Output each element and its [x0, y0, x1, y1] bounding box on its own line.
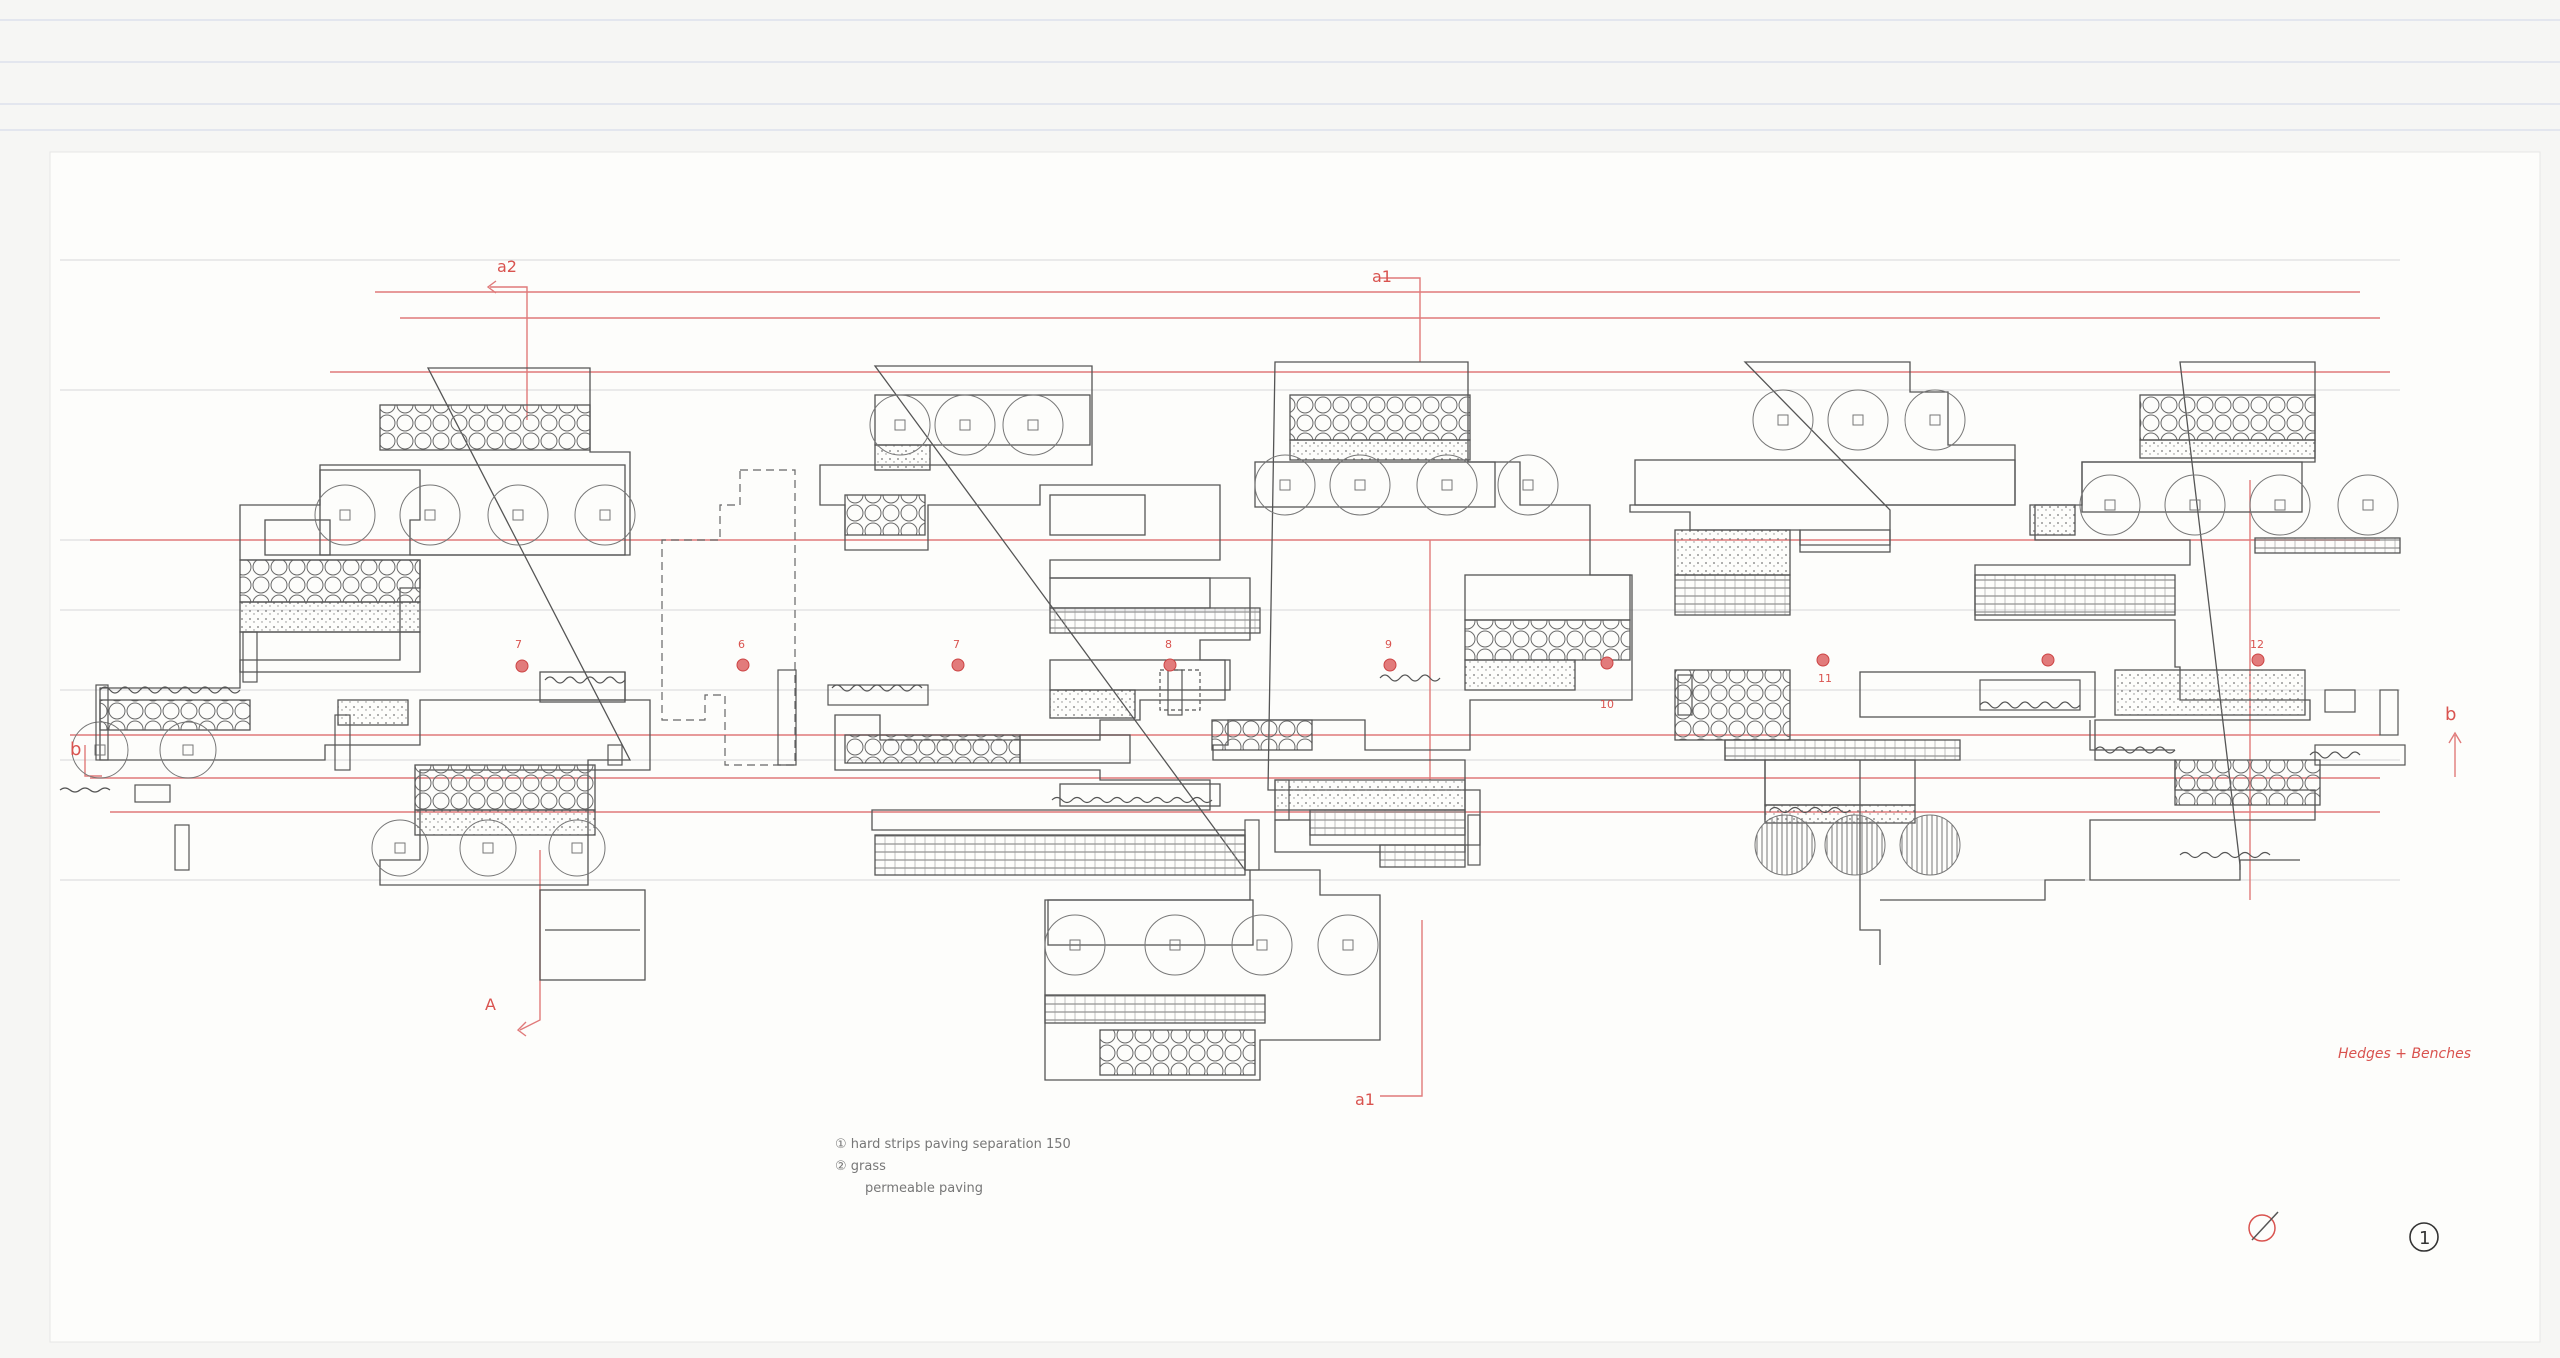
section-label-a: A: [485, 995, 496, 1014]
cluster-5: [1974, 361, 2401, 881]
red-markers: [515, 653, 2265, 673]
cluster-3-trees: [1254, 454, 1559, 516]
notes-block: ① hard strips paving separation 150 ② gr…: [835, 1137, 1071, 1196]
cluster-1: [99, 367, 651, 981]
cluster-4-trees: [1752, 389, 1966, 876]
cluster-2-hedges: [827, 669, 1260, 871]
section-label-b-right: b: [2445, 704, 2456, 725]
note-line-1: ① hard strips paving separation 150: [835, 1137, 1071, 1152]
sheet-number: 1: [2409, 1222, 2439, 1252]
cluster-3: [1211, 361, 1633, 868]
cluster-1-trees: [71, 484, 636, 877]
sheet-number-text: 1: [2419, 1228, 2430, 1249]
cluster-2: [819, 365, 1381, 1081]
section-label-a1-bottom: a1: [1355, 1090, 1375, 1109]
section-label-b-left: b: [70, 739, 81, 760]
marker-label: 7: [953, 638, 960, 651]
scan-edge-lines: [0, 19, 2560, 131]
cluster-5-hedges: [2094, 689, 2406, 859]
marker-label: 8: [1165, 638, 1172, 651]
section-label-a2: a2: [497, 257, 517, 276]
marker-label: 10: [1600, 698, 1614, 711]
note-line-3: permeable paving: [865, 1181, 983, 1196]
section-label-a1-top: a1: [1372, 267, 1392, 286]
drawing-title: Hedges + Benches: [2338, 1046, 2471, 1062]
cluster-4-hedges: [1677, 674, 2081, 814]
cluster-3-hedges: [1274, 674, 1481, 866]
marker-label: 9: [1385, 638, 1392, 651]
marker-label: 12: [2250, 638, 2264, 651]
cluster-2-trees: [869, 394, 1379, 976]
red-sheet-mark: [2248, 1211, 2279, 1242]
marker-label: 6: [738, 638, 745, 651]
cluster-1-hedges: [59, 631, 626, 871]
cluster-5-trees: [2079, 474, 2399, 536]
cluster-4: [1629, 361, 2096, 965]
marker-label: 7: [515, 638, 522, 651]
dashed-boundary: [661, 469, 796, 766]
marker-label: 11: [1818, 672, 1832, 685]
note-line-2: ② grass: [835, 1159, 886, 1174]
